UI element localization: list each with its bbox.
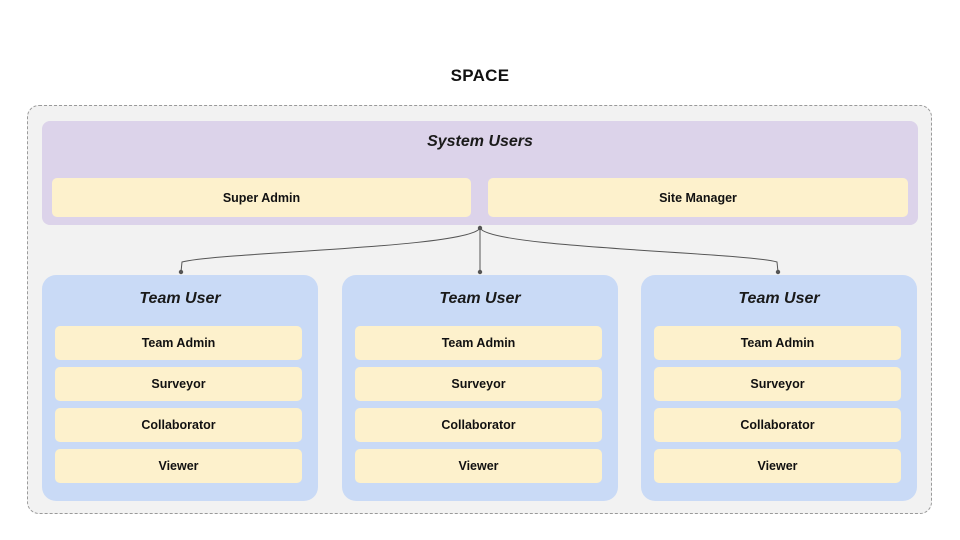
team-user-group-2: Team User Team Admin Surveyor Collaborat… <box>342 275 618 501</box>
role-viewer: Viewer <box>355 449 602 483</box>
role-surveyor: Surveyor <box>355 367 602 401</box>
team-user-title: Team User <box>139 290 221 307</box>
system-users-title: System Users <box>427 133 533 150</box>
role-viewer: Viewer <box>654 449 901 483</box>
role-collaborator: Collaborator <box>355 408 602 442</box>
role-surveyor: Surveyor <box>654 367 901 401</box>
role-team-admin: Team Admin <box>355 326 602 360</box>
role-team-admin: Team Admin <box>55 326 302 360</box>
system-users-group: System Users Super Admin Site Manager <box>42 121 918 225</box>
team-user-group-1: Team User Team Admin Surveyor Collaborat… <box>42 275 318 501</box>
role-surveyor: Surveyor <box>55 367 302 401</box>
team-user-title: Team User <box>439 290 521 307</box>
role-team-admin: Team Admin <box>654 326 901 360</box>
role-site-manager: Site Manager <box>488 178 908 217</box>
space-title: SPACE <box>450 66 510 85</box>
team-user-group-3: Team User Team Admin Surveyor Collaborat… <box>641 275 917 501</box>
team-user-title: Team User <box>738 290 820 307</box>
role-viewer: Viewer <box>55 449 302 483</box>
role-collaborator: Collaborator <box>654 408 901 442</box>
role-collaborator: Collaborator <box>55 408 302 442</box>
role-super-admin: Super Admin <box>52 178 471 217</box>
